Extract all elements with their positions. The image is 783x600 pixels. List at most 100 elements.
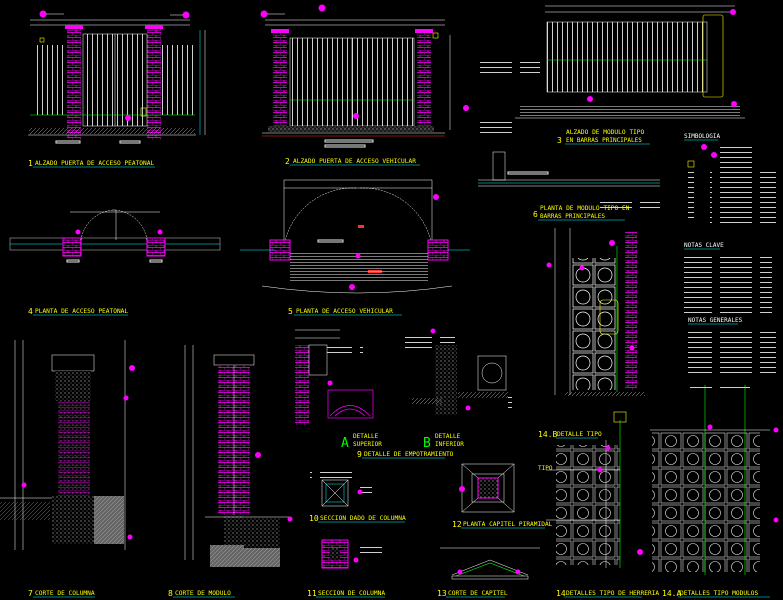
section-tag-icon bbox=[731, 101, 737, 107]
view-number: 11 bbox=[307, 589, 317, 598]
view-number: 14 bbox=[556, 589, 566, 598]
detail-b-line2: INFERIOR bbox=[435, 441, 464, 448]
section-tag-icon bbox=[457, 569, 463, 575]
section-tag-icon bbox=[157, 229, 163, 235]
section-tag-icon bbox=[459, 486, 465, 492]
view-detalle-empotramiento: A DETALLE SUPERIOR B DETALLE INFERIOR 9 … bbox=[295, 328, 520, 459]
view-title: PLANTA CAPITEL PIRAMIDAL bbox=[463, 521, 553, 528]
view-title: DETALLES TIPO DE HERRERIA bbox=[566, 590, 659, 597]
view-title: ALZADO PUERTA DE ACCESO VEHICULAR bbox=[293, 158, 416, 165]
view-corte-modulo: 8 CORTE DE MODULO bbox=[168, 345, 293, 598]
view-title: SECCION DE COLUMNA bbox=[318, 590, 385, 597]
view-detalles-herreria: 14.B DETALLE TIPO TIPO 14 DETALLES TIPO … bbox=[538, 411, 659, 598]
column-plan bbox=[62, 237, 82, 257]
view-title: DETALLES TIPO MODULOS bbox=[680, 590, 759, 597]
tube-grid bbox=[572, 258, 616, 390]
view-number: 14.A bbox=[662, 589, 681, 598]
view-number: 4 bbox=[28, 307, 33, 316]
view-number: 2 bbox=[285, 157, 290, 166]
section-tag-icon bbox=[465, 405, 471, 411]
view-number: 7 bbox=[28, 589, 33, 598]
brick-column bbox=[273, 32, 287, 132]
section-tag-icon bbox=[129, 365, 135, 371]
view-alzado-vehicular: 2 ALZADO PUERTA DE ACCESO VEHICULAR bbox=[260, 4, 469, 166]
section-tag-icon bbox=[773, 427, 779, 433]
view-number: 8 bbox=[168, 589, 173, 598]
brick-column bbox=[295, 345, 309, 425]
view-title: DETALLE DE EMPOTRAMIENTO bbox=[364, 451, 454, 458]
view-subtitle: BARRAS PRINCIPALES bbox=[540, 213, 605, 220]
simbologia-heading: SIMBOLOGIA bbox=[684, 133, 721, 140]
view-number: 13 bbox=[437, 589, 447, 598]
section-tag-icon bbox=[773, 517, 779, 523]
detail-b-line1: DETALLE bbox=[435, 433, 461, 440]
view-corte-capitel: 13 CORTE DE CAPITEL bbox=[437, 547, 540, 598]
detail-b-letter: B bbox=[423, 436, 431, 451]
tube-detail bbox=[652, 432, 760, 572]
view-title: PLANTA DE MODULO TIPO EN bbox=[540, 205, 630, 212]
view-title: PLANTA DE ACCESO VEHICULAR bbox=[296, 308, 393, 315]
detail-a-line1: DETALLE bbox=[353, 433, 379, 440]
tube-detail bbox=[556, 445, 620, 565]
view-number: 5 bbox=[288, 307, 293, 316]
section-tag-icon bbox=[349, 284, 355, 290]
view-number: 10 bbox=[309, 514, 319, 523]
view-planta-peatonal: 4 PLANTA DE ACCESO PEATONAL bbox=[9, 209, 221, 316]
view-detalles-modulos: 14.A DETALLES TIPO MODULOS bbox=[650, 385, 779, 598]
view-title: ALZADO PUERTA DE ACCESO PEATONAL bbox=[35, 160, 154, 167]
section-tag-icon bbox=[127, 534, 133, 540]
section-tag-icon bbox=[707, 424, 713, 430]
section-tag-icon bbox=[21, 482, 27, 488]
brick-column bbox=[417, 32, 431, 132]
section-tag-icon bbox=[597, 467, 603, 473]
column-section-fill bbox=[55, 371, 91, 401]
section-tag-icon bbox=[579, 265, 585, 271]
section-tag-icon bbox=[637, 549, 643, 555]
footing bbox=[52, 496, 94, 544]
section-tag-icon bbox=[515, 569, 521, 575]
brick-column bbox=[625, 232, 637, 390]
section-tag-icon bbox=[327, 380, 333, 386]
view-alzado-peatonal: 1 ALZADO PUERTA DE ACCESO PEATONAL bbox=[28, 10, 206, 168]
section-tag-icon bbox=[701, 144, 707, 150]
section-tag-icon bbox=[463, 105, 469, 111]
section-tag-icon bbox=[730, 9, 736, 15]
view-number: 3 bbox=[557, 136, 562, 145]
view-seccion-columna: 11 SECCION DE COLUMNA bbox=[307, 539, 385, 598]
view-alzado-modulo: ALZADO DE MODULO TIPO 3 EN BARRAS PRINCI… bbox=[476, 5, 745, 145]
section-tag-icon bbox=[353, 557, 359, 563]
section-tag-icon bbox=[39, 10, 64, 18]
tipo-label: TIPO bbox=[538, 465, 553, 472]
view-title: CORTE DE MODULO bbox=[175, 590, 231, 597]
section-tag-icon bbox=[355, 253, 361, 259]
view-planta-vehicular: 5 PLANTA DE ACCESO VEHICULAR bbox=[240, 179, 470, 316]
fence-bars bbox=[33, 45, 67, 115]
view-title: PLANTA DE ACCESO PEATONAL bbox=[35, 308, 128, 315]
section-tag-icon bbox=[605, 445, 611, 451]
view-planta-capitel: 12 PLANTA CAPITEL PIRAMIDAL bbox=[452, 463, 553, 529]
detail-a-line2: SUPERIOR bbox=[353, 441, 382, 448]
notas-clave-heading: NOTAS CLAVE bbox=[684, 242, 724, 249]
column-plan bbox=[146, 237, 166, 257]
section-tag-icon bbox=[170, 11, 190, 19]
view-number: 12 bbox=[452, 520, 462, 529]
view-title: DETALLE TIPO bbox=[557, 431, 602, 438]
section-tag-icon bbox=[125, 115, 131, 121]
section-tag-icon bbox=[357, 489, 363, 495]
section-tag-icon bbox=[260, 10, 285, 18]
section-tag-icon bbox=[609, 240, 615, 246]
profile-section: 6 PLANTA DE MODULO TIPO EN BARRAS PRINCI… bbox=[478, 151, 660, 221]
section-tag-icon bbox=[430, 328, 436, 334]
view-number: 9 bbox=[357, 450, 362, 459]
view-title: CORTE DE COLUMNA bbox=[35, 590, 95, 597]
view-seccion-dado: 10 SECCION DADO DE COLUMNA bbox=[309, 468, 406, 523]
view-title: ALZADO DE MODULO TIPO bbox=[566, 129, 645, 136]
section-tag-icon bbox=[546, 262, 552, 268]
view-planta-modulo bbox=[546, 228, 645, 396]
detail-a-letter: A bbox=[341, 436, 349, 451]
section-tag-icon bbox=[255, 452, 261, 458]
column-plan bbox=[427, 239, 449, 261]
view-corte-columna: 7 CORTE DE COLUMNA bbox=[0, 340, 135, 598]
section-tag-icon bbox=[287, 516, 293, 522]
